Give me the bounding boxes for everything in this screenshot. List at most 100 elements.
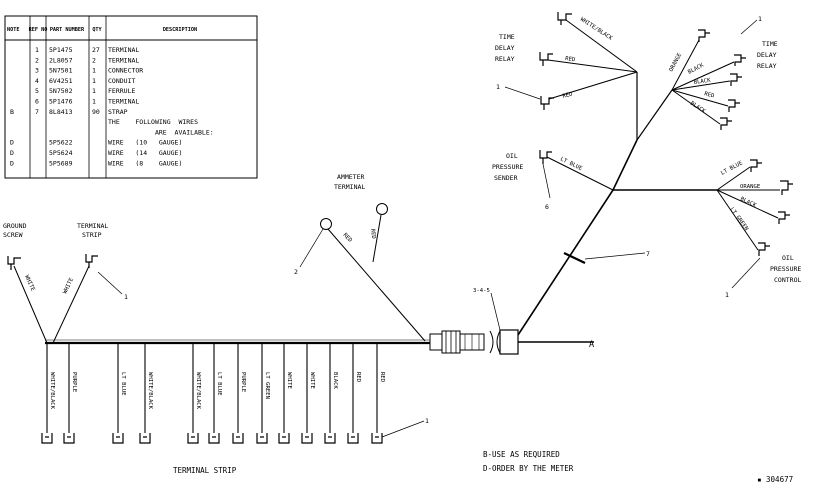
bottom-wire: PURPLE xyxy=(232,343,246,444)
cell-qty: 90 xyxy=(92,108,100,116)
ammeter-terminal-a-icon xyxy=(320,218,332,230)
relay-red-right-wire xyxy=(671,89,729,107)
relay-orange-label: ORANGE xyxy=(668,52,683,73)
control-terminal-icon xyxy=(750,159,762,172)
bottom-wire-label: BLACK xyxy=(332,372,338,389)
oil-sender-label-2: PRESSURE xyxy=(492,163,523,171)
bottom-terminal-icon xyxy=(256,433,268,444)
bottom-wire-label: WHITE xyxy=(309,372,315,389)
relay-red-upper-label: RED xyxy=(565,56,576,63)
relay-terminal-icon xyxy=(698,29,710,42)
header-part-number: PART NUMBER xyxy=(50,27,85,33)
ammeter-red-wire-a xyxy=(327,228,426,342)
cell-qty: 1 xyxy=(92,67,96,75)
bottom-terminal-icon xyxy=(232,433,244,444)
cell-description: THE FOLLOWING WIRES xyxy=(108,118,198,126)
relay-black-wire-3 xyxy=(671,89,721,125)
callout-strip-top: 1 xyxy=(124,293,128,301)
cell-part-number: 5P1476 xyxy=(49,98,73,106)
table-row: THE FOLLOWING WIRES xyxy=(108,118,198,126)
control-lt-blue-label: LT BLUE xyxy=(720,160,744,177)
cell-note: D xyxy=(10,139,14,147)
bottom-wire-label: WHITE xyxy=(286,372,292,389)
control-terminal-icon xyxy=(780,180,793,195)
harness-upper-trunk xyxy=(612,139,638,191)
ground-screw-terminal-icon xyxy=(7,256,21,270)
control-terminal-icon xyxy=(778,211,790,224)
ammeter-red-wire-b xyxy=(372,214,382,263)
bottom-wire: WHITE/BLACK xyxy=(41,343,55,444)
cell-part-number: 5P5689 xyxy=(49,159,73,167)
bottom-terminal-icon xyxy=(41,433,53,444)
connector-assembly: A xyxy=(429,329,594,355)
time-delay-relay-left: TIME DELAY RELAY WHITE/BLACK RED RED 1 xyxy=(495,12,638,110)
bottom-terminal-icon xyxy=(371,433,383,444)
cell-description: FERRULE xyxy=(108,87,135,95)
bottom-terminal-icon xyxy=(187,433,199,444)
bottom-wire-label: RED xyxy=(379,372,385,383)
cell-ref: 1 xyxy=(35,46,39,54)
relay-left-label-2: DELAY xyxy=(495,44,515,52)
relay-terminal-icon xyxy=(539,52,553,66)
bottom-terminal-icon xyxy=(139,433,151,444)
cell-description: TERMINAL xyxy=(108,46,139,54)
main-harness: A 3-4-5 7 xyxy=(45,72,673,355)
cell-ref: 4 xyxy=(35,77,39,85)
relay-black-label-1: BLACK xyxy=(687,62,705,75)
cell-note: D xyxy=(10,159,14,167)
relay-black-label-3: BLACK xyxy=(689,101,707,116)
relay-left-label-3: RELAY xyxy=(495,55,515,63)
callout-ammeter: 2 xyxy=(294,268,298,276)
header-qty: QTY xyxy=(92,27,102,33)
callout-leader xyxy=(504,86,541,100)
bottom-wire-label: RED xyxy=(355,372,361,383)
bottom-terminal-icon xyxy=(278,433,290,444)
time-delay-relay-right: TIME DELAY RELAY ORANGE BLACK BLACK RED … xyxy=(668,15,778,130)
cell-description: TERMINAL xyxy=(108,56,139,64)
ammeter-group: AMMETER TERMINAL RED RED 2 xyxy=(294,173,426,342)
oil-control-label-3: CONTROL xyxy=(774,276,801,284)
sender-lt-blue-wire xyxy=(546,156,614,191)
cell-description: STRAP xyxy=(108,108,128,116)
bottom-wire: WHITE xyxy=(278,343,292,444)
cell-qty: 1 xyxy=(92,98,96,106)
cell-part-number: 5P5622 xyxy=(49,139,73,147)
terminal-strip-top-group: TERMINAL STRIP WHITE 1 xyxy=(52,222,128,344)
bottom-terminal-icon xyxy=(112,433,124,444)
callout-leader xyxy=(490,292,501,331)
bottom-wire-label: LT BLUE xyxy=(216,372,222,396)
ammeter-label-1: AMMETER xyxy=(337,173,364,181)
drawing-number: ▪ 304677 xyxy=(757,475,793,484)
oil-control-label-1: OIL xyxy=(782,254,794,262)
cell-qty: 2 xyxy=(92,56,96,64)
bottom-terminal-icon xyxy=(347,433,359,444)
cell-part-number: 6V4251 xyxy=(49,77,73,85)
callout-leader xyxy=(299,228,324,268)
callout-strap: 7 xyxy=(646,250,650,258)
callout-leader xyxy=(584,252,646,260)
cell-part-number: 8L8413 xyxy=(49,108,73,116)
cell-qty: 1 xyxy=(92,87,96,95)
bottom-wire-label: WHITE/BLACK xyxy=(147,372,153,410)
terminal-strip-top-label-1: TERMINAL xyxy=(77,222,108,230)
strip-white-wire xyxy=(52,265,90,344)
callout-leader xyxy=(740,19,758,35)
terminal-strip-bottom-label: TERMINAL STRIP xyxy=(173,466,237,475)
ammeter-terminal-b-icon xyxy=(376,203,388,215)
cell-description: WIRE (14 GAUGE) xyxy=(108,149,182,157)
ammeter-label-2: TERMINAL xyxy=(334,183,365,191)
bottom-wire-label: WHITE/BLACK xyxy=(195,372,201,410)
control-lt-green-wire xyxy=(716,189,759,251)
control-lt-blue-wire xyxy=(716,166,751,191)
oil-pressure-sender-group: OIL PRESSURE SENDER LT BLUE 6 xyxy=(492,150,614,211)
relay-black-label-2: BLACK xyxy=(693,78,711,86)
bottom-wire-label: LT BLUE xyxy=(120,372,126,396)
bottom-wire: RED xyxy=(347,343,361,444)
cell-description: CONDUIT xyxy=(108,77,135,85)
bottom-terminal-icon xyxy=(63,433,75,444)
bottom-wire: LT BLUE xyxy=(112,343,126,444)
bottom-wire-group: WHITE/BLACK PURPLE LT BLUE WHITE/BLACK WHITE… xyxy=(41,343,385,444)
